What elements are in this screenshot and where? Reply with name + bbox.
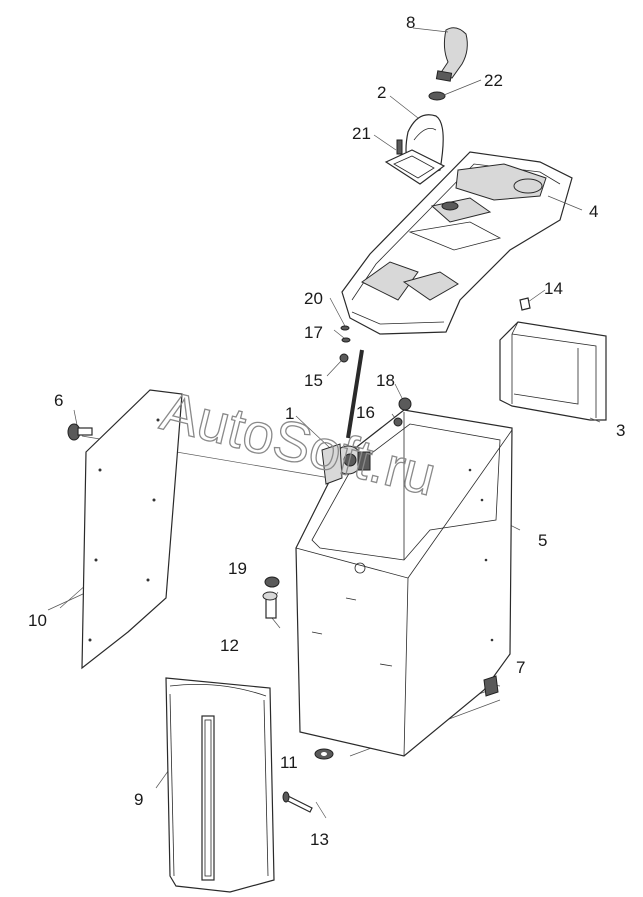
part-19-washer bbox=[264, 576, 280, 588]
part-22-ring bbox=[428, 91, 446, 101]
callout-1: 1 bbox=[285, 404, 294, 423]
callout-13: 13 bbox=[310, 830, 329, 849]
callout-4: 4 bbox=[589, 202, 598, 221]
part-9-front-cover bbox=[165, 677, 275, 893]
part-1-gear-lever bbox=[321, 349, 371, 485]
callout-7: 7 bbox=[516, 658, 525, 677]
part-6-fastener bbox=[67, 423, 93, 441]
callout-5: 5 bbox=[538, 531, 547, 550]
callout-6: 6 bbox=[54, 391, 63, 410]
part-13-bolt bbox=[282, 791, 313, 813]
part-11-washer bbox=[314, 748, 334, 760]
callout-2: 2 bbox=[377, 83, 386, 102]
callout-16: 16 bbox=[356, 403, 375, 422]
part-21-boot-frame bbox=[384, 139, 446, 185]
watermark: AutoSoft.ru bbox=[155, 379, 442, 508]
callout-10: 10 bbox=[28, 611, 47, 630]
callout-3: 3 bbox=[616, 421, 625, 440]
part-18-nut bbox=[398, 397, 412, 411]
part-4-console-panel bbox=[341, 151, 573, 335]
callout-17: 17 bbox=[304, 323, 323, 342]
part-15-nut bbox=[339, 353, 349, 363]
callout-21: 21 bbox=[352, 124, 371, 143]
callout-15: 15 bbox=[304, 371, 323, 390]
part-10-side-cover bbox=[81, 389, 183, 670]
part-8-shift-knob bbox=[435, 27, 468, 82]
part-5-housing bbox=[295, 409, 513, 757]
callout-20: 20 bbox=[304, 289, 323, 308]
part-17-washer bbox=[341, 337, 351, 343]
part-20-washer bbox=[340, 325, 350, 331]
callout-11: 11 bbox=[280, 753, 298, 772]
part-small-fasteners bbox=[262, 325, 412, 619]
callout-14: 14 bbox=[544, 279, 563, 298]
part-14-bolt bbox=[519, 297, 531, 311]
callout-9: 9 bbox=[134, 790, 143, 809]
callout-8: 8 bbox=[406, 13, 415, 32]
callout-22: 22 bbox=[484, 71, 503, 90]
part-16-nut bbox=[393, 417, 403, 427]
part-3-bracket bbox=[499, 321, 607, 421]
callout-12: 12 bbox=[220, 636, 239, 655]
part-7-clip bbox=[483, 675, 499, 697]
callout-19: 19 bbox=[228, 559, 247, 578]
callout-18: 18 bbox=[376, 371, 395, 390]
